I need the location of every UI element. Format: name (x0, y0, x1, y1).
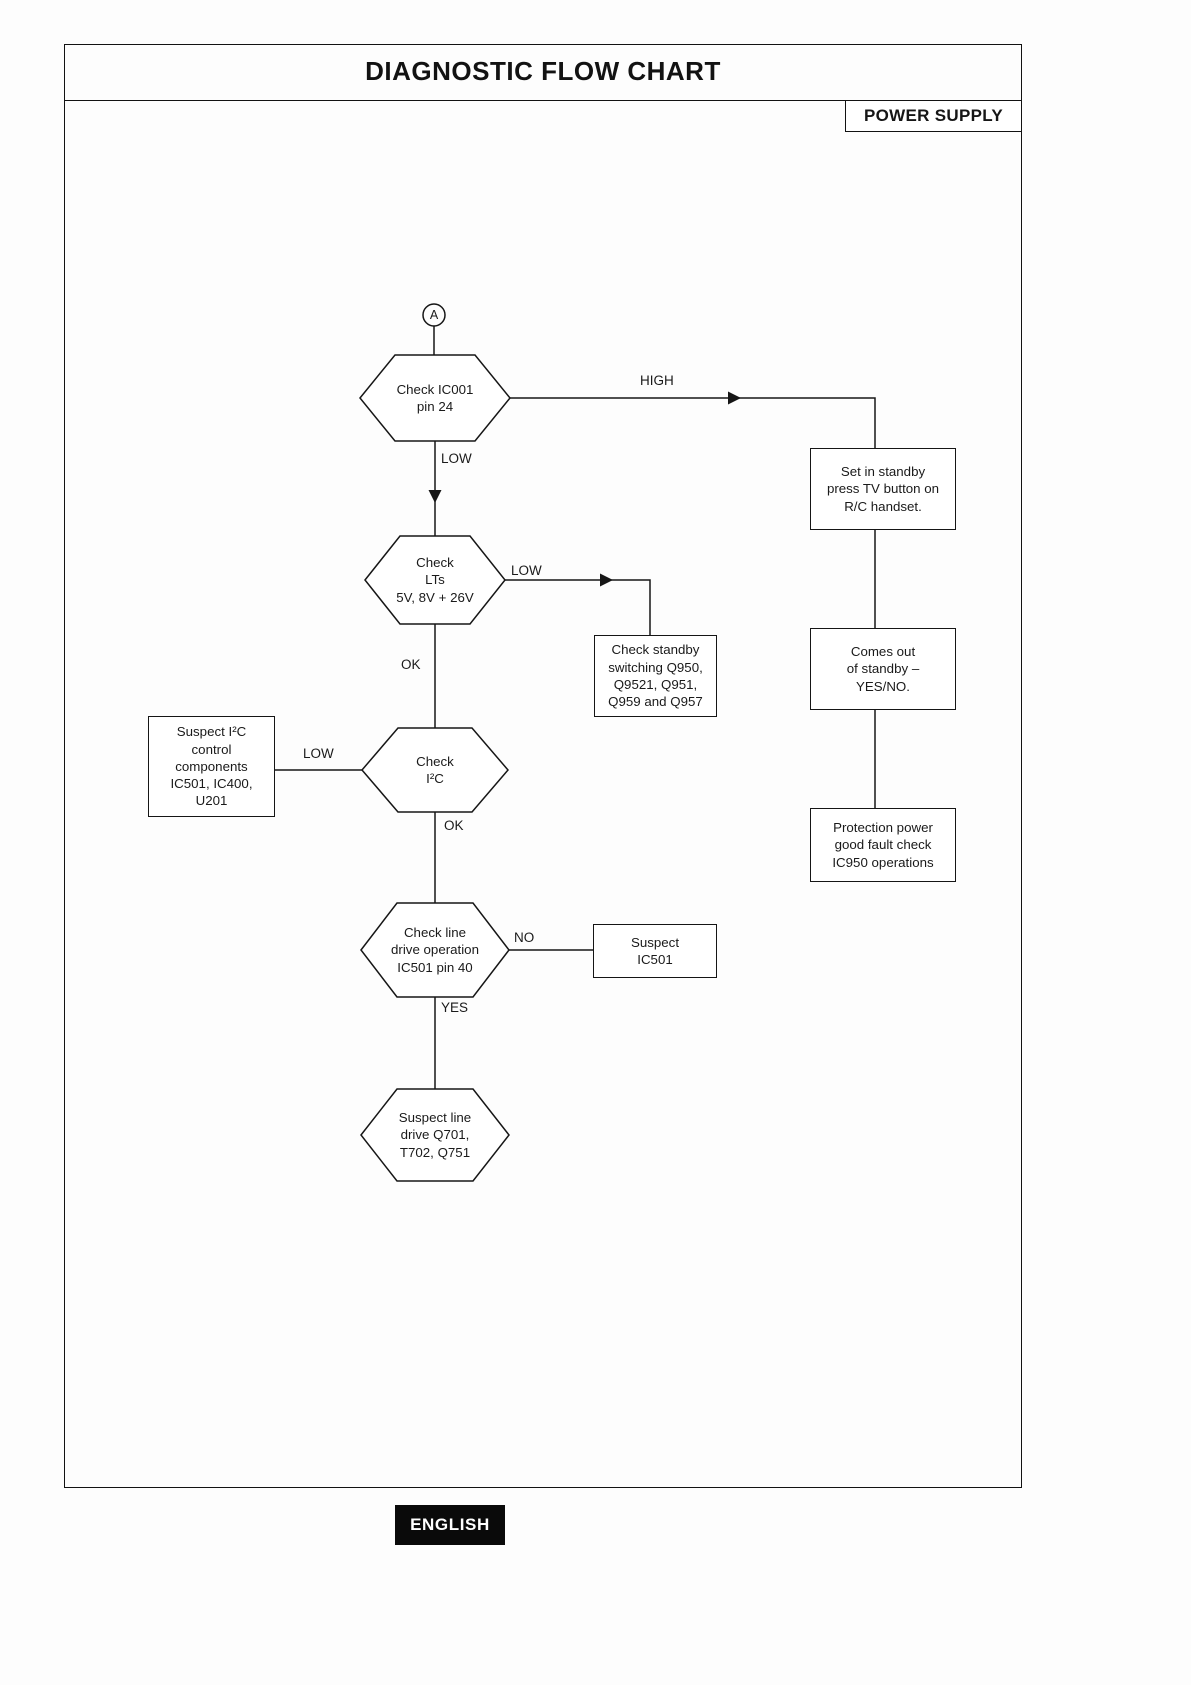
node-check-standby-switching: Check standby switching Q950, Q9521, Q95… (594, 635, 717, 717)
edge-label-low-2: LOW (511, 563, 542, 578)
hex-check-i2c (361, 727, 509, 813)
node-suspect-i2c-components: Suspect I²C control components IC501, IC… (148, 716, 275, 817)
node-comes-out-standby: Comes out of standby – YES/NO. (810, 628, 956, 710)
page-title: DIAGNOSTIC FLOW CHART (365, 56, 721, 86)
edge-label-ok-1: OK (401, 657, 421, 672)
edge-label-low-1: LOW (441, 451, 472, 466)
node-check-ic001: Check IC001 pin 24 (396, 381, 474, 414)
edge-label-high: HIGH (640, 373, 674, 388)
arrowhead-down-low (428, 490, 442, 503)
footer-language-badge: ENGLISH (395, 1505, 505, 1545)
node-check-line-drive: Check line drive operation IC501 pin 40 (391, 925, 479, 975)
edge-label-yes: YES (441, 1000, 469, 1015)
node-check-i2c: Check I²C (416, 753, 454, 786)
arrowhead-right-high (728, 391, 741, 405)
node-suspect-ic501: Suspect IC501 (593, 924, 717, 978)
section-badge: POWER SUPPLY (845, 100, 1022, 132)
arrowhead-right-low (600, 573, 613, 587)
start-connector-label: A (429, 308, 439, 322)
connector-lines (275, 303, 876, 1182)
node-suspect-line-drive: Suspect line drive Q701, T702, Q751 (398, 1110, 472, 1160)
edge-high (510, 397, 876, 448)
arrowheads (428, 391, 741, 587)
section-label: POWER SUPPLY (863, 106, 1003, 125)
node-protection-power: Protection power good fault check IC950 … (810, 808, 956, 882)
title-divider (64, 100, 1022, 101)
node-set-in-standby: Set in standby press TV button on R/C ha… (810, 448, 956, 530)
edge-label-low-3: LOW (303, 746, 334, 761)
edge-label-no: NO (514, 930, 535, 945)
edge-label-ok-2: OK (444, 818, 464, 833)
hex-suspect-line-drive (360, 1088, 510, 1182)
chart-border (64, 44, 1022, 1488)
edge-low-2 (505, 579, 651, 635)
footer-language-label: ENGLISH (410, 1515, 490, 1534)
node-check-lts: Check LTs 5V, 8V + 26V (396, 555, 474, 605)
